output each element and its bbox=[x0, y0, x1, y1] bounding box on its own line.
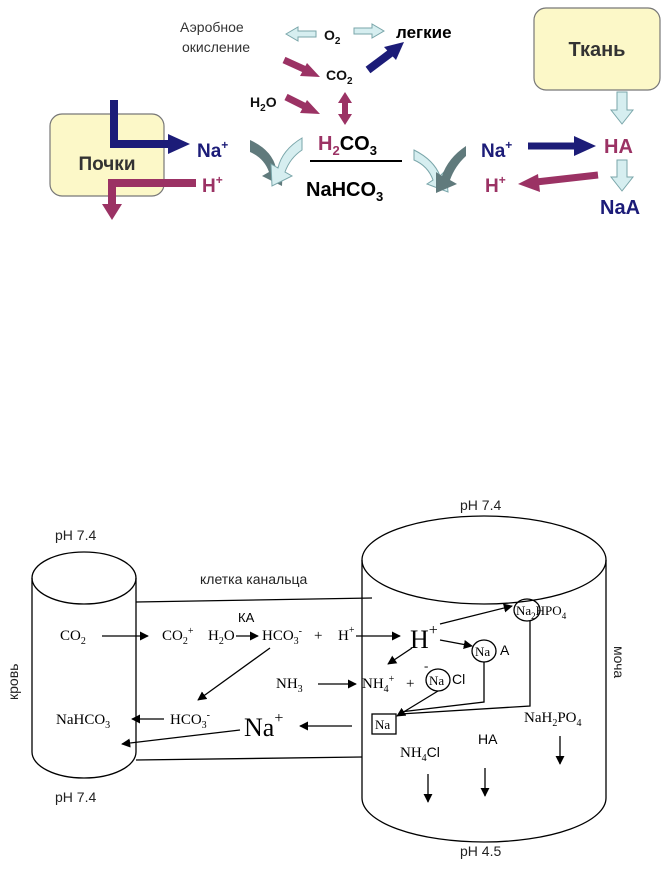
aerobic-to-co2-shaft bbox=[282, 56, 308, 74]
na-boxed-label: Na bbox=[375, 717, 390, 732]
blood-cylinder bbox=[31, 551, 137, 779]
h2o-cell-label: H2O bbox=[208, 628, 235, 647]
urine-cylinder bbox=[361, 515, 607, 843]
kidneys-box bbox=[49, 113, 165, 197]
nah2po4-label: NaH2PO4 bbox=[524, 710, 582, 729]
co2-to-lungs-arrow-icon bbox=[384, 42, 404, 60]
nh4cl-label: NH4Cl bbox=[400, 744, 440, 764]
double-arrow-down-icon bbox=[338, 114, 352, 125]
h2o-label: H2O bbox=[250, 94, 277, 114]
h-to-kidneys-shaft bbox=[108, 179, 196, 205]
ha-label: HA bbox=[604, 136, 633, 158]
ph-blood-top: pH 7.4 bbox=[55, 527, 96, 543]
hco3-basolateral-label: HCO3- bbox=[170, 710, 210, 731]
h-left-label: H+ bbox=[202, 173, 223, 197]
plus-sign: + bbox=[314, 628, 322, 644]
lungs-label: легкие bbox=[396, 23, 452, 42]
na-to-ha-arrow-icon bbox=[574, 136, 596, 156]
na-box bbox=[371, 713, 397, 735]
na-left-label: Na+ bbox=[197, 138, 228, 162]
ha-to-naa-arrow-icon bbox=[609, 159, 635, 192]
top-scheme: Аэробное окисление O2 легкие CO2 H2O Поч… bbox=[49, 7, 661, 220]
nahco3-label: NaHCO3 bbox=[306, 179, 383, 204]
co2-label: CO2 bbox=[326, 67, 353, 87]
kidneys-label: Почки bbox=[78, 154, 135, 175]
na-big-label: Na+ bbox=[244, 710, 283, 742]
tissue-to-ha-arrow-icon bbox=[609, 91, 635, 125]
double-arrow-up-icon bbox=[338, 92, 352, 103]
h-to-na2hpo4-arrow-icon bbox=[439, 603, 513, 625]
naa-na-collect-line bbox=[399, 662, 485, 713]
h-right-label: H+ bbox=[485, 173, 506, 197]
h-to-naa-arrow-icon bbox=[439, 639, 473, 649]
nacl-minus-sign: - bbox=[424, 658, 428, 673]
nacl-cl-label: Cl bbox=[452, 671, 465, 687]
urine-label: моча bbox=[611, 646, 627, 678]
ha-to-h-shaft bbox=[535, 171, 599, 186]
aerobic-label-line1: Аэробное bbox=[180, 19, 244, 35]
ph-urine-bottom: pH 4.5 bbox=[460, 843, 501, 859]
co2-to-lungs-shaft bbox=[365, 48, 395, 74]
o2-label: O2 bbox=[324, 27, 341, 47]
tissue-box bbox=[533, 7, 661, 91]
h-cell-label: H+ bbox=[338, 625, 355, 644]
na2hpo4-na-collect-line bbox=[399, 621, 531, 715]
hco3-to-basolateral-arrow-icon bbox=[197, 647, 271, 701]
kidneys-to-na-shaft bbox=[110, 100, 168, 148]
na-to-blood-arrow-icon bbox=[121, 729, 241, 748]
hco3-cell-label: HCO3- bbox=[262, 626, 302, 647]
tissue-label: Ткань bbox=[569, 39, 626, 61]
tubule-top-wall bbox=[135, 597, 373, 603]
ka-label: КА bbox=[238, 610, 255, 625]
tubule-cell-label: клетка канальца bbox=[200, 571, 308, 587]
h2o-to-h2co3-shaft bbox=[284, 93, 308, 111]
ha-to-h-arrow-icon bbox=[518, 174, 540, 192]
na2hpo4-label: Na2HPO4 bbox=[516, 603, 567, 621]
na2hpo4-na-circle bbox=[513, 598, 541, 622]
naa-na-label: Na bbox=[475, 644, 490, 659]
nh4-label: NH4+ bbox=[362, 674, 395, 695]
nh3-label: NH3 bbox=[276, 676, 303, 695]
h2co3-label: H2CO3 bbox=[318, 133, 377, 158]
nacl-na-label: Na bbox=[429, 673, 444, 688]
co2-h2co3-shaft bbox=[342, 102, 348, 116]
aerobic-to-co2-arrow-icon bbox=[300, 63, 320, 77]
ph-urine-top: pH 7.4 bbox=[460, 497, 501, 513]
kidneys-to-na-arrow-icon bbox=[168, 134, 190, 154]
naa-a-label: A bbox=[500, 642, 510, 658]
blood-label: кровь bbox=[5, 664, 21, 700]
o2-to-aerobic-arrow-icon bbox=[285, 26, 317, 42]
left-exchange-cross-icon bbox=[250, 137, 303, 187]
h2o-to-h2co3-arrow-icon bbox=[300, 100, 320, 114]
co2-blood-label: CO2 bbox=[60, 628, 86, 647]
ph-blood-bottom: pH 7.4 bbox=[55, 789, 96, 805]
ha-urine-label: HA bbox=[478, 731, 498, 747]
co2-cell-label: CO2+ bbox=[162, 626, 194, 647]
h-to-urine-arrow-icon bbox=[102, 204, 122, 220]
right-exchange-cross-icon bbox=[413, 146, 466, 193]
na-right-label: Na+ bbox=[481, 138, 512, 162]
naa-label: NaA bbox=[600, 197, 640, 219]
nahco3-blood-label: NaHCO3 bbox=[56, 712, 110, 731]
h-to-nh4-arrow-icon bbox=[387, 647, 413, 665]
aerobic-label-line2: окисление bbox=[182, 39, 250, 55]
bottom-scheme: pH 7.4 pH 7.4 pH 7.4 pH 4.5 клетка канал… bbox=[5, 497, 627, 859]
h-urine-big-label: H+ bbox=[410, 622, 438, 654]
plus-sign-2: + bbox=[406, 676, 414, 692]
tubule-bottom-wall bbox=[135, 756, 363, 761]
lungs-to-o2-arrow-icon bbox=[353, 23, 385, 39]
